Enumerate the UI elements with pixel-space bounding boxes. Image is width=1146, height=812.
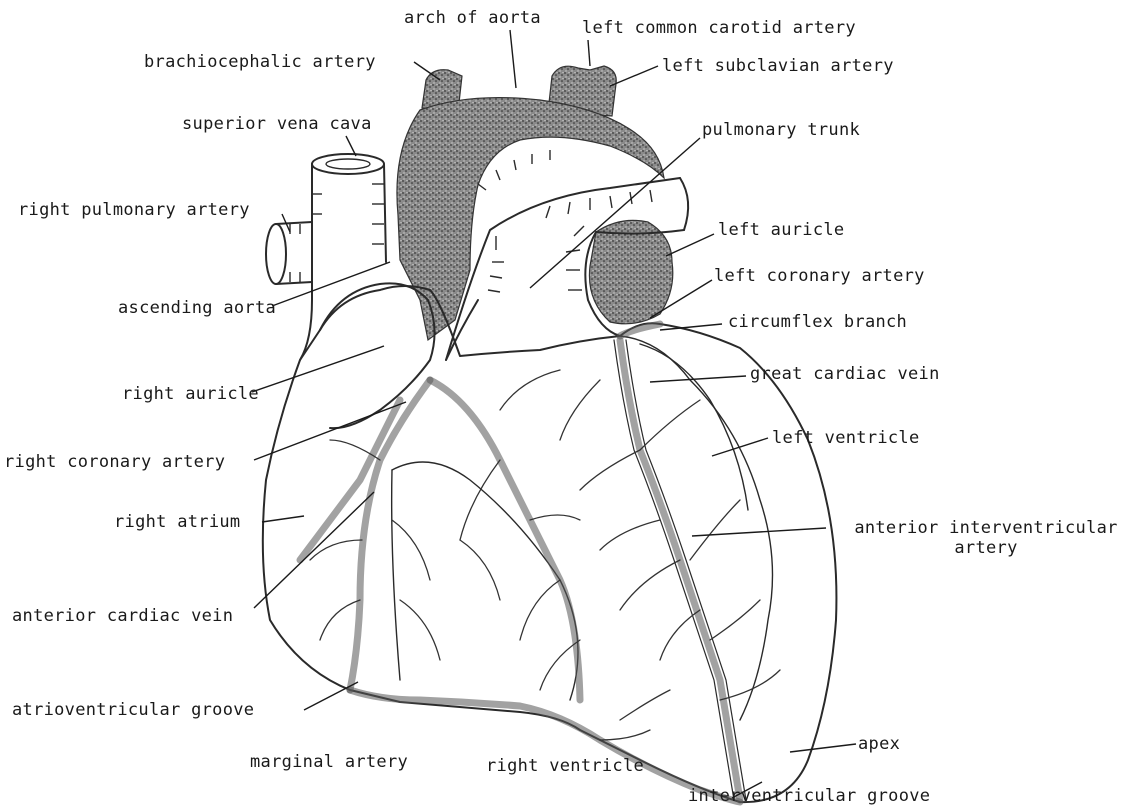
superior-vena-cava-shape	[300, 154, 386, 360]
label-marginal-artery: marginal artery	[250, 752, 408, 772]
label-right-atrium: right atrium	[114, 512, 240, 532]
coronary-vessels	[300, 324, 746, 802]
label-anterior-interventricular-line2: artery	[828, 538, 1144, 558]
label-pulmonary-trunk: pulmonary trunk	[702, 120, 860, 140]
label-ascending-aorta: ascending aorta	[118, 298, 276, 318]
label-right-coronary-artery: right coronary artery	[4, 452, 225, 472]
label-interventricular-groove: interventricular groove	[688, 786, 930, 806]
label-circumflex-branch: circumflex branch	[728, 312, 907, 332]
label-anterior-cardiac-vein: anterior cardiac vein	[12, 606, 233, 626]
label-left-auricle: left auricle	[718, 220, 844, 240]
label-left-common-carotid-artery: left common carotid artery	[582, 18, 856, 38]
label-atrioventricular-groove: atrioventricular groove	[12, 700, 254, 720]
label-right-auricle: right auricle	[122, 384, 259, 404]
label-left-ventricle: left ventricle	[772, 428, 920, 448]
heart-outline	[263, 283, 837, 802]
label-right-pulmonary-artery: right pulmonary artery	[18, 200, 250, 220]
label-superior-vena-cava: superior vena cava	[182, 114, 372, 134]
label-great-cardiac-vein: great cardiac vein	[750, 364, 940, 384]
label-left-subclavian-artery: left subclavian artery	[662, 56, 894, 76]
label-anterior-interventricular-artery: anterior interventricular artery	[828, 518, 1144, 558]
label-anterior-interventricular-line1: anterior interventricular	[828, 518, 1144, 538]
left-auricle-shape	[589, 220, 672, 323]
leader-lines	[252, 30, 856, 798]
label-left-coronary-artery: left coronary artery	[714, 266, 925, 286]
label-brachiocephalic-artery: brachiocephalic artery	[144, 52, 376, 72]
label-arch-of-aorta: arch of aorta	[404, 8, 541, 28]
label-right-ventricle: right ventricle	[486, 756, 644, 776]
label-apex: apex	[858, 734, 900, 754]
